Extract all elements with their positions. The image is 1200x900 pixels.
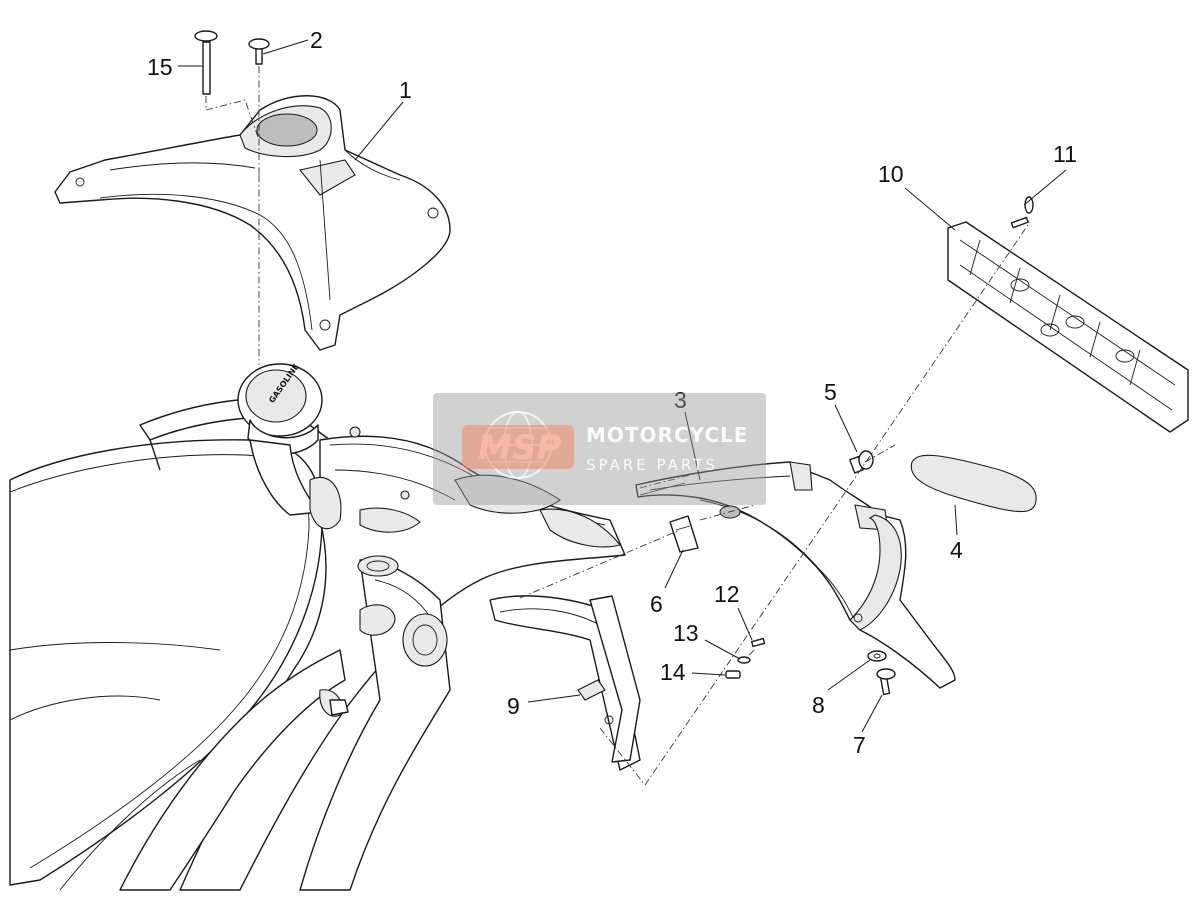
assembly-lines [205,66,1031,786]
callout-5: 5 [824,379,837,405]
part-14-spacer [725,670,741,679]
leader-lines [178,39,1067,733]
callout-14: 14 [660,659,686,685]
callout-6: 6 [650,591,663,617]
part-5-screw [849,450,874,474]
part-8-washer [867,650,887,662]
part-13-washer [737,656,751,664]
part-3-rear-plate-holder [635,461,956,689]
callout-12: 12 [714,581,740,607]
callout-8: 8 [812,692,825,718]
part-7-screw [876,668,896,696]
part-4-reflector [910,454,1037,513]
callout-11: 11 [1053,141,1077,167]
part-15-long-screw [194,30,218,95]
callout-labels: 15 2 1 3 5 4 6 7 8 9 10 11 12 13 14 [147,27,1077,758]
msp-watermark: MSP MOTORCYCLE SPARE PARTS [433,393,766,505]
callout-13: 13 [673,620,699,646]
callout-3: 3 [674,387,687,413]
part-1-top-cover [54,95,451,351]
callout-2: 2 [310,27,323,53]
callout-15: 15 [147,54,173,80]
scooter-frame-body: GASOLINE [9,362,641,891]
watermark-title: MOTORCYCLE [586,423,748,447]
part-11-screw [1010,196,1034,229]
callout-1: 1 [399,77,412,103]
callout-7: 7 [853,732,866,758]
watermark-subtitle: SPARE PARTS [586,456,718,474]
part-10-plate-bracket [947,221,1189,433]
watermark-logo-text: MSP [478,428,561,468]
part-12-pin [750,637,766,648]
callout-9: 9 [507,693,520,719]
part-2-short-screw [248,38,270,65]
part-9-clip [577,679,606,701]
callout-10: 10 [878,161,904,187]
part-6-clip-nut [669,515,699,553]
callout-4: 4 [950,537,963,563]
